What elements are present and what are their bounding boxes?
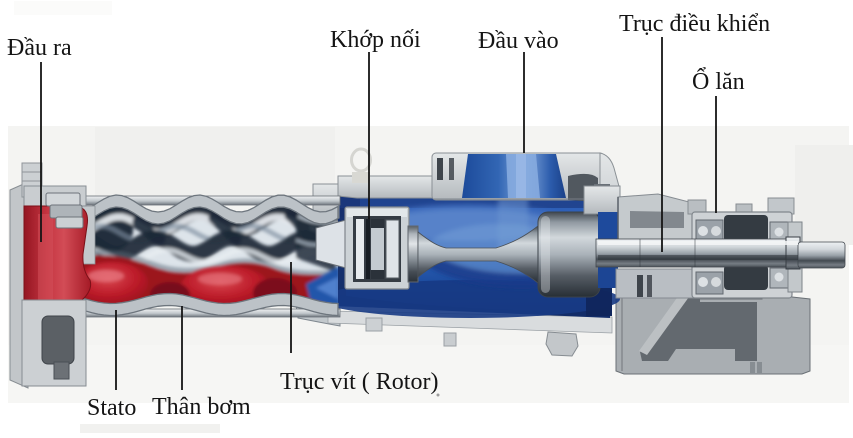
svg-text:Khớp nối: Khớp nối [330, 27, 421, 53]
svg-text:Stato: Stato [87, 395, 136, 421]
svg-text:Đầu vào: Đầu vào [478, 28, 559, 54]
svg-text:Trục điều khiển: Trục điều khiển [619, 11, 770, 37]
svg-text:Đầu ra: Đầu ra [7, 35, 72, 61]
svg-text:Trục vít ( Rotor): Trục vít ( Rotor) [280, 369, 438, 395]
svg-text:Ổ lăn: Ổ lăn [692, 68, 745, 95]
svg-text:Thân bơm: Thân bơm [152, 394, 251, 420]
